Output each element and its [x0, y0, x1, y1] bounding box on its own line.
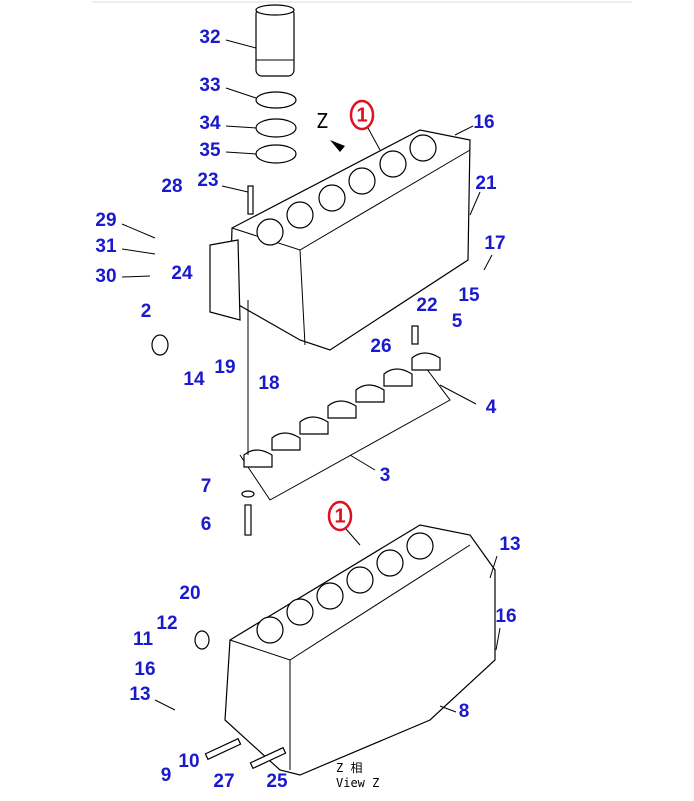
label-30: 30	[95, 266, 116, 287]
o-ring-34	[255, 118, 297, 138]
view-caption-line2: View Z	[336, 776, 379, 790]
label-23: 23	[197, 170, 218, 191]
label-28: 28	[161, 176, 182, 197]
plug-2	[151, 334, 169, 356]
leader-lines	[121, 39, 501, 713]
callout-1-lower: 1	[327, 500, 361, 546]
callout-1-upper: 1	[349, 99, 381, 151]
label-15: 15	[458, 285, 480, 306]
view-arrow-icon	[330, 140, 345, 152]
label-22: 22	[416, 295, 437, 316]
bolt-6	[244, 504, 252, 536]
label-21: 21	[475, 173, 497, 194]
label-3: 3	[380, 465, 391, 486]
label-35: 35	[199, 140, 221, 161]
label-7: 7	[201, 476, 212, 497]
cylinder-liner	[255, 4, 295, 77]
label-20: 20	[179, 583, 200, 604]
label-29: 29	[95, 210, 116, 231]
label-10: 10	[178, 751, 199, 772]
view-caption-line1: Z 相	[336, 761, 362, 775]
label-16: 16	[134, 659, 155, 680]
label-9: 9	[161, 765, 172, 786]
label-16: 16	[473, 112, 494, 133]
label-17: 17	[484, 233, 505, 254]
part-labels: 32 33 34 35 23 28 29 31 30 24 2 14 19 18…	[95, 27, 520, 792]
pin-25	[249, 746, 287, 770]
pin-5	[411, 325, 419, 345]
cylinder-block-lower	[224, 524, 496, 776]
stud-23	[247, 185, 254, 215]
label-18: 18	[258, 373, 279, 394]
label-19: 19	[214, 357, 235, 378]
label-34: 34	[199, 113, 221, 134]
label-6: 6	[201, 514, 212, 535]
cylinder-block-upper	[209, 129, 471, 351]
pin-27	[204, 737, 242, 761]
plug-20	[194, 630, 210, 650]
washer-7	[241, 490, 255, 498]
main-bearing-caps	[239, 352, 451, 501]
label-31: 31	[95, 236, 117, 257]
label-16: 16	[495, 606, 516, 627]
label-25: 25	[266, 771, 288, 792]
label-8: 8	[459, 701, 470, 722]
view-z-marker: Z	[316, 109, 328, 133]
label-24: 24	[171, 263, 193, 284]
label-11: 11	[133, 629, 154, 650]
label-27: 27	[213, 771, 234, 792]
label-5: 5	[452, 311, 463, 332]
svg-text:1: 1	[334, 505, 345, 527]
label-13: 13	[499, 534, 520, 555]
o-ring-33	[255, 91, 297, 109]
label-33: 33	[199, 75, 220, 96]
label-14: 14	[183, 369, 205, 390]
label-26: 26	[370, 336, 391, 357]
label-4: 4	[486, 397, 497, 418]
o-ring-35	[255, 144, 297, 164]
svg-text:1: 1	[356, 104, 367, 126]
label-13: 13	[129, 684, 150, 705]
label-2: 2	[141, 301, 152, 322]
label-12: 12	[156, 613, 177, 634]
label-32: 32	[199, 27, 220, 48]
